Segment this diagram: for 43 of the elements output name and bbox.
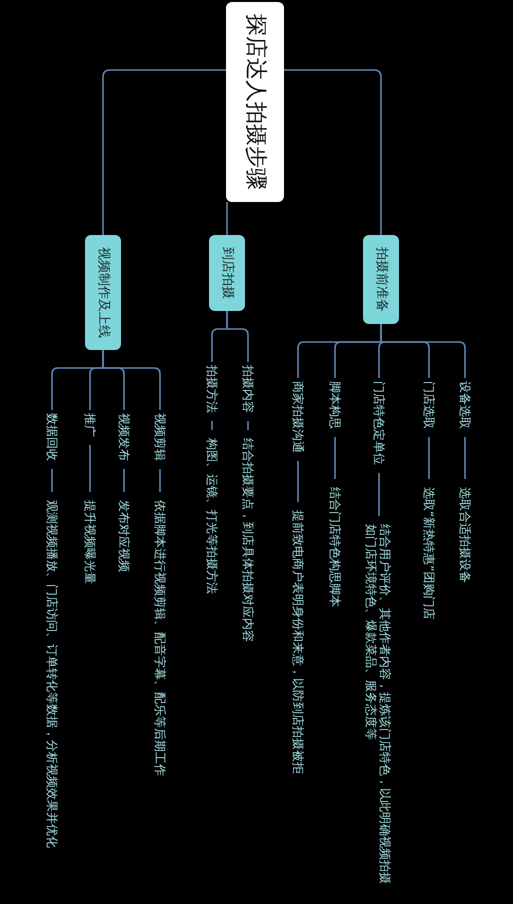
topic-label: 设备选取: [458, 381, 472, 429]
topic-label: 推广: [82, 413, 97, 437]
description-text: 提升视频曝光量: [82, 500, 97, 584]
connector-line: [378, 473, 380, 516]
connector-line: [211, 421, 213, 430]
connector-line: [284, 69, 382, 235]
connector-line: [51, 349, 104, 411]
title-box: 探店达人拍摄步骤: [226, 2, 284, 202]
connector-line: [297, 323, 382, 379]
connector-line: [89, 445, 91, 492]
connector-line: [334, 437, 336, 479]
description-text: 选取“新热特惠”团购门店: [422, 487, 436, 620]
connector-line: [226, 202, 228, 235]
topic-label: 门店选取: [422, 381, 436, 429]
topic-label: 商家拍摄沟通: [290, 381, 305, 453]
description-text: 构图、运镜、打光等拍摄方法: [204, 438, 219, 594]
description-text: 依据脚本进行视频剪辑、配音字幕、配乐等后期工作: [152, 500, 167, 776]
description-text: 选取合适拍摄设备: [458, 487, 472, 583]
connector-line: [247, 421, 249, 430]
connector-line: [428, 437, 430, 479]
topic-label: 拍摄方法: [204, 365, 219, 413]
description-text: 结合用户评价、其他作者内容，提炼该门店特色，以此明确视频拍摄如门店环境特色、爆款菜品、服务态度等: [364, 524, 392, 886]
topic-label: 拍摄内容: [240, 365, 255, 413]
connector-line: [464, 437, 466, 479]
description-text: 观测视频播放、门店访问、订单转化等数据，分析视频效果并优化: [44, 500, 59, 848]
branch-box: 到店拍摄: [209, 235, 245, 311]
branch-box: 拍摄前准备: [363, 235, 399, 324]
description-text: 提前致电商户表明身份和来意，以防到店拍摄被拒: [290, 510, 305, 774]
topic-label: 视频发布: [116, 413, 131, 461]
connector-line: [159, 469, 161, 492]
connector-line: [102, 69, 226, 235]
topic-label: 视频剪辑: [152, 413, 167, 461]
topic-label: 脚本构思: [328, 381, 342, 429]
topic-label: 数据回收: [44, 413, 59, 461]
description-text: 结合拍摄要点，到店具体拍摄对应内容: [240, 438, 255, 642]
topic-label: 门店特色定单位: [372, 381, 386, 465]
connector-line: [51, 469, 53, 492]
branch-box: 视频制作及上线: [85, 235, 121, 350]
connector-line: [123, 469, 125, 492]
connector-line: [211, 310, 228, 363]
description-text: 结合门店特色构思脚本: [328, 487, 342, 607]
connector-line: [297, 461, 299, 502]
description-text: 发布对应视频: [116, 500, 131, 572]
